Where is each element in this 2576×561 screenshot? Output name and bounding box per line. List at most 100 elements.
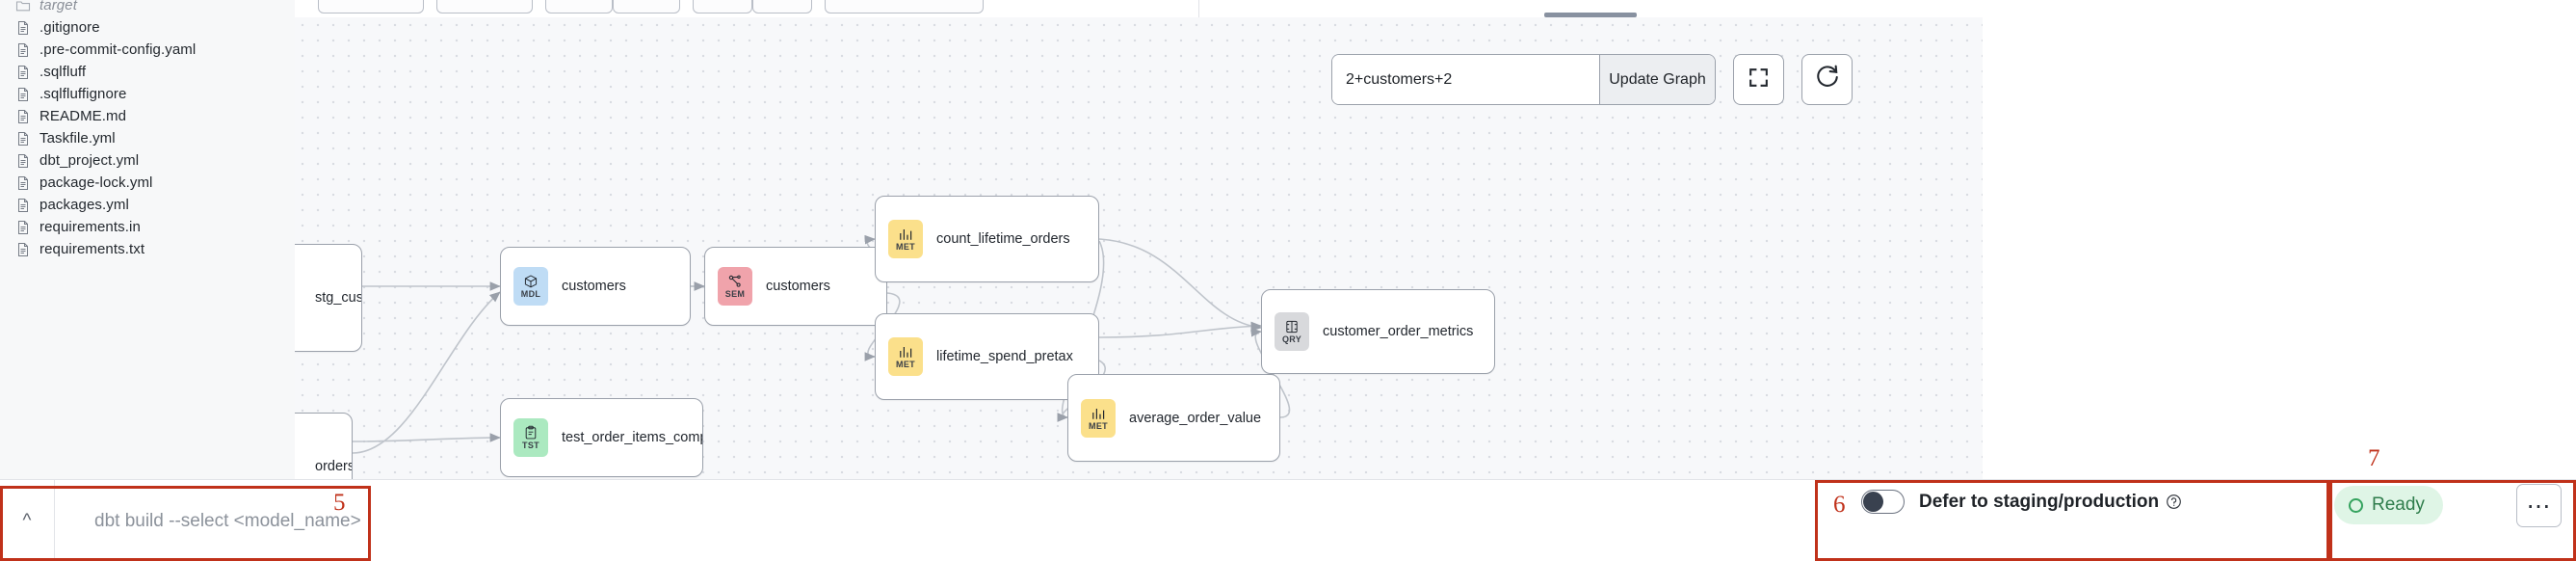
file-row[interactable]: package-lock.yml <box>0 172 295 194</box>
file-icon <box>18 109 28 123</box>
file-row[interactable]: .sqlfluffignore <box>0 83 295 105</box>
expand-fullscreen-icon <box>1747 66 1771 94</box>
toolbar-button-4[interactable] <box>613 0 680 13</box>
file-icon <box>18 65 28 79</box>
file-icon <box>18 220 28 234</box>
file-row[interactable]: .pre-commit-config.yaml <box>0 39 295 61</box>
node-type-badge: MDL <box>513 267 548 306</box>
node-selector-group[interactable]: Update Graph <box>1331 54 1716 105</box>
defer-toggle-label: Defer to staging/production <box>1919 491 2160 512</box>
file-label: requirements.in <box>39 219 141 235</box>
expand-fullscreen-button[interactable] <box>1733 54 1784 105</box>
file-row[interactable]: .sqlfluff <box>0 61 295 83</box>
file-row[interactable]: Taskfile.yml <box>0 127 295 149</box>
file-icon <box>18 153 28 168</box>
file-row[interactable]: README.md <box>0 105 295 127</box>
file-row[interactable]: requirements.in <box>0 216 295 238</box>
graph-node[interactable]: TST test_order_items_compute_to_bools... <box>500 398 703 477</box>
file-label: packages.yml <box>39 197 129 213</box>
graph-node[interactable]: stg_customers <box>295 244 362 352</box>
toolbar-button-7[interactable] <box>825 0 984 13</box>
file-label: .gitignore <box>39 19 100 36</box>
file-explorer-panel[interactable]: target .gitignore .pre-commit-config.yaml.… <box>0 0 296 479</box>
met-icon <box>898 227 913 242</box>
update-graph-button[interactable]: Update Graph <box>1599 55 1715 104</box>
file-row[interactable]: requirements.txt <box>0 238 295 260</box>
file-icon <box>18 87 28 101</box>
node-label: customer_order_metrics <box>1323 324 1474 339</box>
file-label: .sqlfluff <box>39 64 87 80</box>
tst-icon <box>523 425 539 441</box>
mdl-icon <box>523 274 539 289</box>
file-icon <box>18 42 28 57</box>
node-type-code: SEM <box>724 289 746 299</box>
toggle-knob <box>1863 492 1883 512</box>
status-badge-label: Ready <box>2372 494 2425 515</box>
node-type-code: MDL <box>520 289 541 299</box>
file-icon <box>18 20 28 35</box>
toolbar-button-6[interactable] <box>752 0 812 13</box>
terminal-command-hint[interactable]: dbt build --select <model_name> <box>94 510 361 531</box>
active-tab-indicator <box>1544 13 1637 17</box>
node-label: average_order_value <box>1129 410 1262 426</box>
graph-node[interactable]: QRY customer_order_metrics <box>1261 289 1495 374</box>
refresh-graph-button[interactable] <box>1801 54 1853 105</box>
sem-icon <box>727 274 743 289</box>
refresh-icon <box>1815 65 1840 94</box>
help-circle-icon[interactable] <box>2166 494 2182 510</box>
pane-divider <box>1198 0 1199 17</box>
toolbar-button-3[interactable] <box>545 0 613 13</box>
node-type-code: QRY <box>1281 334 1302 344</box>
defer-toggle-switch[interactable] <box>1861 490 1905 514</box>
graph-node[interactable]: SEM customers <box>704 247 887 326</box>
file-icon <box>18 242 28 256</box>
more-options-button[interactable]: ⋯ <box>2516 484 2562 527</box>
callout-number-7: 7 <box>2368 445 2380 471</box>
status-badge[interactable]: Ready <box>2334 486 2443 524</box>
graph-selector-input[interactable] <box>1332 55 1599 104</box>
bottom-status-bar: ^ dbt build --select <model_name> <box>0 479 2576 561</box>
editor-tab-strip <box>295 0 2576 18</box>
node-label: lifetime_spend_pretax <box>936 349 1073 364</box>
file-label: target <box>39 0 77 13</box>
file-row[interactable]: dbt_project.yml <box>0 149 295 172</box>
node-type-badge: MET <box>1081 398 1116 438</box>
node-type-badge: TST <box>513 418 548 457</box>
file-label: .pre-commit-config.yaml <box>39 41 197 58</box>
callout-number-5: 5 <box>333 490 346 516</box>
chevron-up-icon: ^ <box>22 511 32 531</box>
graph-node[interactable]: orders <box>295 413 353 479</box>
toolbar-button-1[interactable] <box>318 0 424 13</box>
met-icon <box>898 344 913 360</box>
graph-node[interactable]: MDL customers <box>500 247 691 326</box>
graph-node[interactable]: MET average_order_value <box>1067 374 1280 462</box>
node-label: customers <box>766 279 830 294</box>
file-label: requirements.txt <box>39 241 145 257</box>
qry-icon <box>1284 319 1300 334</box>
toolbar-button-2[interactable] <box>436 0 533 13</box>
file-label: README.md <box>39 108 127 124</box>
file-label: dbt_project.yml <box>39 152 140 169</box>
node-type-code: MET <box>896 242 915 252</box>
node-label: stg_customers <box>315 290 361 306</box>
collapse-terminal-button[interactable]: ^ <box>0 480 55 561</box>
file-row[interactable]: target <box>0 0 295 16</box>
graph-toolbar: Update Graph <box>1331 54 1853 105</box>
file-label: .sqlfluffignore <box>39 86 127 102</box>
node-label: customers <box>562 279 626 294</box>
node-type-badge: MET <box>888 337 923 376</box>
node-type-code: TST <box>522 441 539 450</box>
file-row[interactable]: packages.yml <box>0 194 295 216</box>
toolbar-button-5[interactable] <box>693 0 752 13</box>
graph-node[interactable]: MET lifetime_spend_pretax <box>875 313 1099 400</box>
file-row[interactable]: .gitignore <box>0 16 295 39</box>
file-icon <box>18 175 28 190</box>
right-blank-pane <box>1983 17 2576 479</box>
node-label: test_order_items_compute_to_bools... <box>562 430 702 445</box>
node-type-badge: SEM <box>718 267 752 306</box>
node-type-code: MET <box>1089 420 1108 431</box>
file-label: package-lock.yml <box>39 174 153 191</box>
